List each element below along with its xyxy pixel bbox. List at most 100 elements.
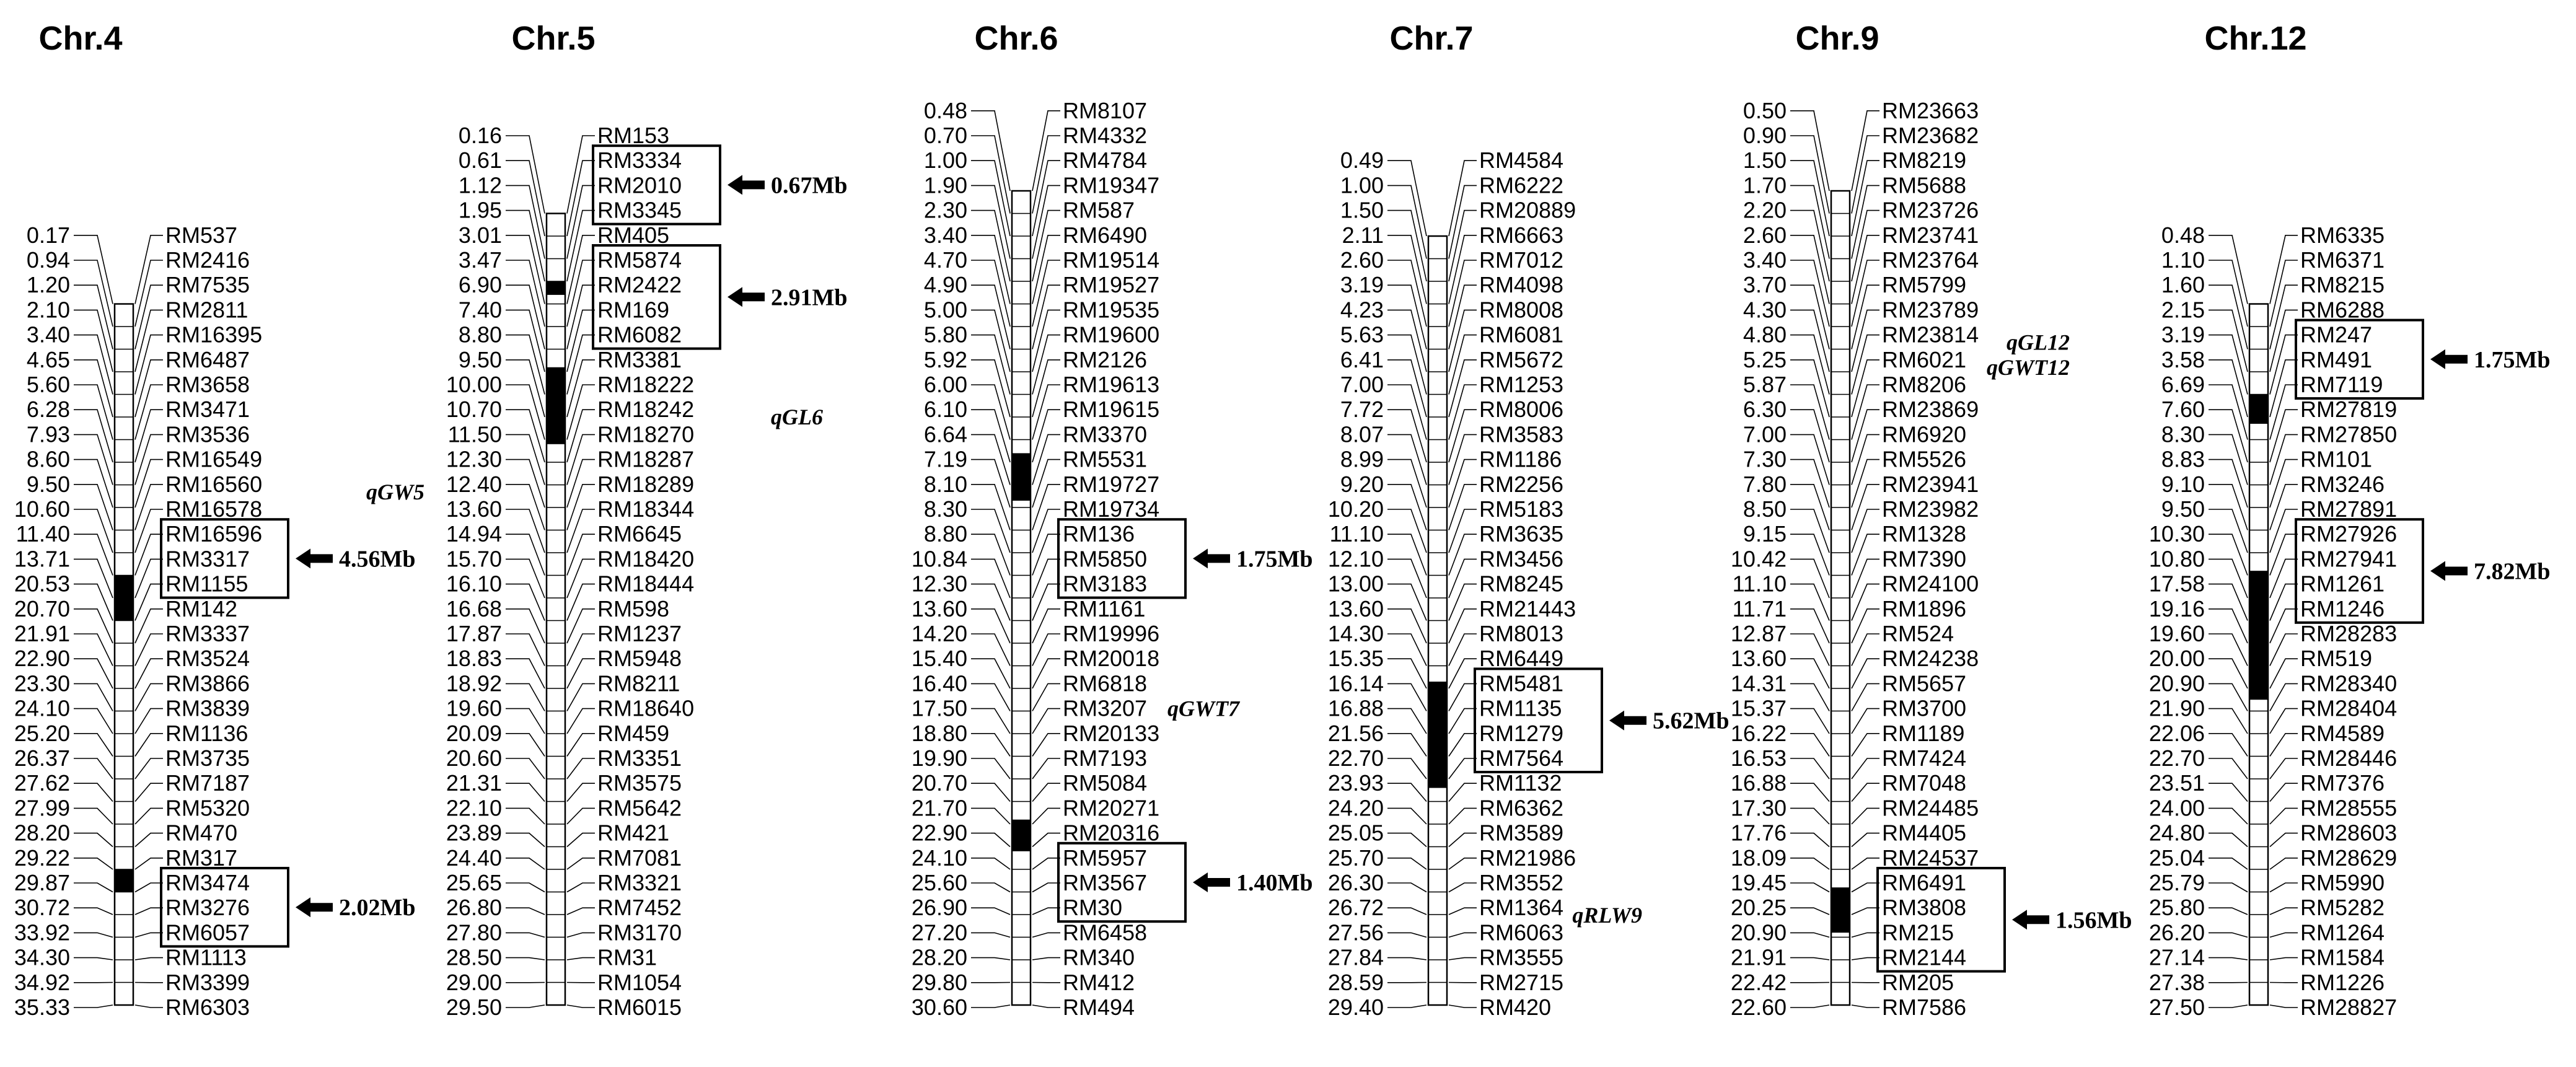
position-connector: [971, 584, 1010, 621]
marker-name: RM3658: [165, 372, 250, 397]
locus-position: 1.95: [459, 198, 502, 223]
marker-name: RM5948: [597, 646, 682, 671]
arrow-icon: [296, 897, 333, 917]
position-connector: [506, 883, 545, 892]
locus-position: 8.30: [924, 496, 967, 522]
position-connector: [1387, 858, 1426, 869]
marker-name: RM459: [597, 721, 669, 746]
locus-position: 8.07: [1340, 421, 1384, 447]
position-connector: [1790, 534, 1829, 575]
position-connector: [971, 260, 1010, 327]
marker-name: RM20133: [1063, 721, 1159, 746]
marker-connector: [1032, 584, 1060, 621]
marker-name: RM2256: [1479, 472, 1563, 497]
locus-position: 0.90: [1743, 123, 1787, 148]
position-connector: [1387, 808, 1426, 824]
locus-position: 6.30: [1743, 397, 1787, 422]
marker-name: RM18242: [597, 397, 694, 422]
locus-position: 12.30: [912, 571, 967, 597]
locus-position: 0.16: [459, 123, 502, 148]
position-connector: [2209, 783, 2248, 801]
marker-name: RM6303: [165, 995, 250, 1020]
marker-connector: [1852, 908, 1879, 915]
position-connector: [1790, 808, 1829, 824]
locus-position: 20.53: [14, 571, 70, 597]
locus-position: 26.37: [14, 745, 70, 771]
marker-connector: [1852, 734, 1879, 757]
marker-connector: [2270, 584, 2298, 621]
locus-position: 7.80: [1743, 472, 1787, 497]
marker-connector: [1032, 360, 1060, 417]
position-connector: [971, 683, 1010, 711]
locus-position: 26.90: [912, 895, 967, 920]
position-connector: [506, 709, 545, 734]
marker-name: RM6335: [2300, 222, 2385, 248]
locus-position: 22.90: [14, 646, 70, 671]
position-connector: [1790, 136, 1829, 214]
locus-position: 25.60: [912, 870, 967, 895]
marker-name: RM5672: [1479, 347, 1563, 372]
marker-name: RM21986: [1479, 845, 1576, 871]
position-connector: [971, 808, 1010, 824]
locus-position: 21.91: [1731, 945, 1787, 970]
marker-connector: [2270, 883, 2298, 892]
locus-position: 6.28: [27, 397, 70, 422]
marker-name: RM27941: [2300, 546, 2397, 571]
locus-position: 5.92: [924, 347, 967, 372]
position-connector: [74, 709, 113, 734]
marker-name: RM4584: [1479, 147, 1563, 173]
marker-connector: [1032, 933, 1060, 937]
marker-name: RM1189: [1882, 721, 1964, 746]
position-connector: [971, 485, 1010, 530]
position-connector: [1387, 683, 1426, 711]
position-connector: [1387, 634, 1426, 666]
marker-connector: [1032, 509, 1060, 553]
marker-connector: [135, 1005, 163, 1008]
locus-position: 1.20: [27, 272, 70, 297]
locus-position: 16.68: [446, 596, 502, 621]
marker-name: RM18420: [597, 546, 694, 571]
locus-position: 28.20: [912, 945, 967, 970]
marker-name: RM23869: [1882, 397, 1979, 422]
position-connector: [506, 534, 545, 575]
locus-position: 7.19: [924, 447, 967, 472]
marker-name: RM20316: [1063, 820, 1159, 846]
introgression-segment: [1831, 887, 1850, 933]
marker-name: RM3471: [165, 397, 250, 422]
marker-connector: [1032, 385, 1060, 440]
locus-position: 21.91: [14, 621, 70, 646]
position-connector: [2209, 235, 2248, 304]
arrow-icon: [2430, 349, 2468, 369]
locus-position: 3.40: [924, 222, 967, 248]
position-connector: [971, 285, 1010, 349]
marker-name: RM5642: [597, 795, 682, 820]
position-connector: [506, 683, 545, 711]
marker-name: RM2715: [1479, 970, 1563, 995]
locus-position: 11.71: [1733, 596, 1787, 621]
marker-name: RM28629: [2300, 845, 2397, 871]
marker-name: RM5850: [1063, 546, 1147, 571]
marker-connector: [1032, 758, 1060, 779]
marker-name: RM6663: [1479, 222, 1563, 248]
locus-position: 7.00: [1340, 372, 1384, 397]
marker-name: RM7376: [2300, 770, 2385, 796]
locus-position: 13.60: [1731, 646, 1787, 671]
position-connector: [1790, 584, 1829, 621]
marker-name: RM7452: [597, 895, 682, 920]
locus-position: 20.90: [1731, 920, 1787, 945]
marker-name: RM28555: [2300, 795, 2397, 820]
position-connector: [1387, 933, 1426, 937]
marker-name: RM1136: [165, 721, 248, 746]
locus-position: 18.80: [912, 721, 967, 746]
marker-name: RM6645: [597, 521, 682, 547]
marker-connector: [1852, 709, 1879, 734]
position-connector: [1790, 883, 1829, 892]
qtl-label: qGL12: [2007, 330, 2070, 355]
marker-name: RM5481: [1479, 670, 1563, 696]
position-connector: [971, 709, 1010, 734]
position-connector: [1790, 758, 1829, 779]
position-connector: [2209, 310, 2248, 372]
marker-name: RM18640: [597, 696, 694, 721]
locus-position: 22.70: [2149, 745, 2205, 771]
locus-position: 14.30: [1328, 621, 1384, 646]
